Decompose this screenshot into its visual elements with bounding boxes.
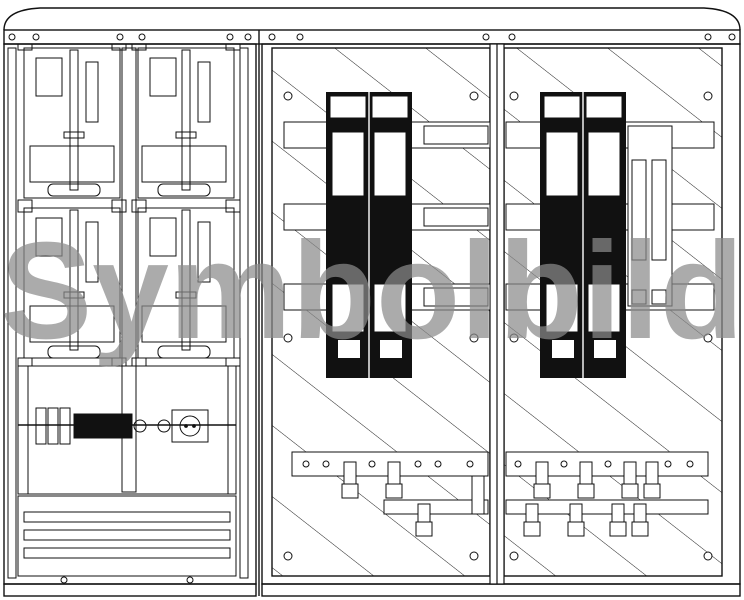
socket-outlet	[171, 409, 209, 443]
door-split	[489, 43, 505, 585]
door-bolts	[283, 91, 713, 561]
meter-panel-1	[23, 47, 121, 199]
fuse-switch-unit-1	[326, 92, 412, 378]
terminal-section	[17, 365, 237, 495]
fuse-holder-unit	[627, 125, 673, 307]
meter-panel-3	[23, 207, 121, 359]
bottom-cover	[17, 495, 237, 584]
watermark: Symbolbild	[0, 214, 744, 368]
circuit-breakers	[35, 407, 71, 445]
busbar-bolts	[302, 460, 694, 468]
left-cabinet	[7, 43, 249, 584]
meter-panel-4	[137, 207, 235, 359]
top-rail-bolts	[8, 33, 736, 41]
terminal-blocks	[73, 413, 133, 439]
fuse-switch-unit-2	[540, 92, 626, 378]
panel-clips	[17, 43, 241, 367]
busbar-terminals	[341, 461, 661, 537]
meter-panel-2	[137, 47, 235, 199]
